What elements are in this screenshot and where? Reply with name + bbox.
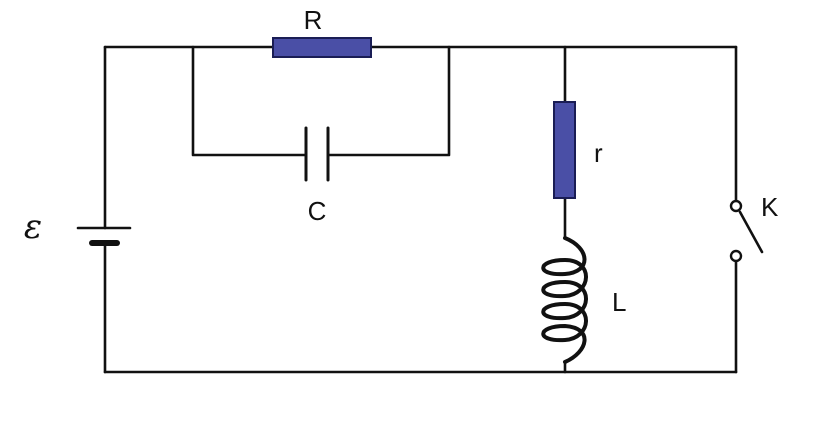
- capacitor-C: [304, 126, 330, 182]
- resistor-r: [553, 101, 576, 199]
- label-L: L: [612, 287, 626, 317]
- label-K: K: [761, 192, 779, 222]
- label-emf: ε: [24, 207, 42, 247]
- label-r: r: [594, 138, 603, 168]
- label-R: R: [304, 5, 323, 35]
- inductor-L: [541, 236, 588, 364]
- resistor-R: [272, 37, 372, 58]
- label-C: C: [308, 196, 327, 226]
- switch-K: [729, 199, 764, 263]
- wire-capacitor-branch: [191, 45, 451, 157]
- battery-emf: [76, 226, 132, 246]
